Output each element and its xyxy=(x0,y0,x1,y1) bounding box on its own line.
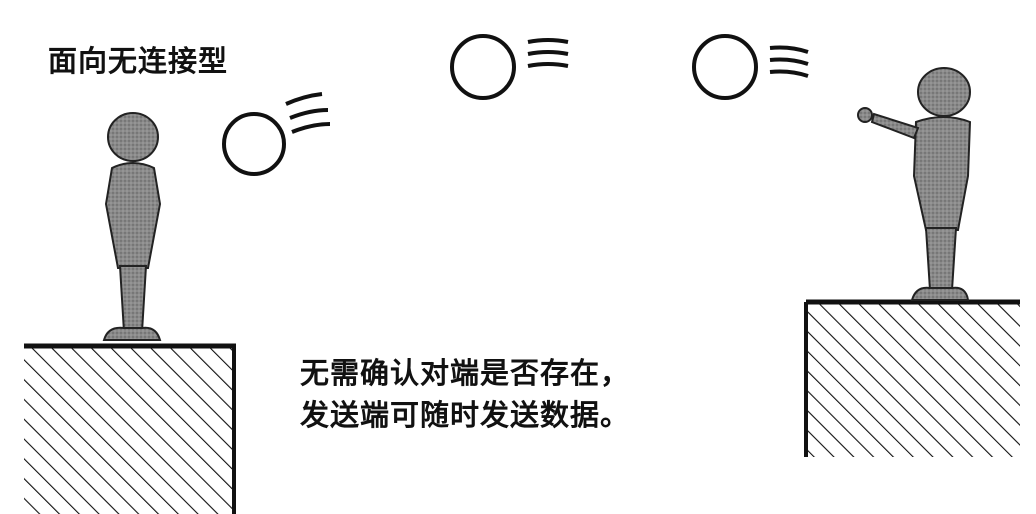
left-cliff xyxy=(24,343,236,514)
caption-line-2: 发送端可随时发送数据。 xyxy=(300,398,631,432)
sender-figure xyxy=(857,67,972,301)
diagram-title: 面向无连接型 xyxy=(48,44,229,78)
ball-2 xyxy=(450,34,569,100)
ball-1 xyxy=(222,92,331,176)
right-cliff xyxy=(804,299,1020,457)
ball-3 xyxy=(692,34,809,100)
caption-line-1: 无需确认对端是否存在， xyxy=(300,356,631,390)
receiver-figure xyxy=(102,112,162,341)
